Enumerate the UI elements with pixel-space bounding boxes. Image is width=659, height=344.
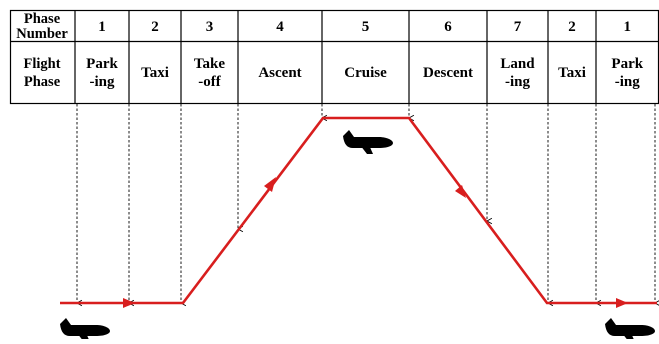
airplane-icon [343, 130, 393, 154]
phase-number-cell: 2 [568, 19, 576, 35]
flight-phase-label: -ing [89, 74, 115, 90]
phase-number-cell: 6 [444, 19, 452, 35]
flight-phase-label: Descent [423, 65, 473, 81]
path-arrow-ascent [264, 177, 276, 192]
phase-boundary-arrows [77, 104, 655, 303]
flight-phase-label: -off [198, 74, 221, 90]
airplane-icon [60, 318, 110, 342]
phase-number-cell: 5 [362, 19, 370, 35]
flight-phase-label: -ing [505, 74, 531, 90]
phase-number-cell: 4 [276, 19, 284, 35]
flight-path [60, 116, 657, 308]
airplane-icon [605, 318, 655, 342]
phase-number-row: 1 2 3 4 5 6 7 2 1 [98, 19, 631, 35]
flight-phase-header-line1: Flight [23, 56, 60, 72]
flight-phase-label: Park [611, 56, 643, 72]
phase-number-cell: 1 [624, 19, 632, 35]
phase-number-cell: 2 [151, 19, 159, 35]
flight-phase-label: Land [500, 56, 535, 72]
path-arrow-taxi-out [123, 298, 135, 308]
phase-number-cell: 7 [514, 19, 522, 35]
flight-phase-row: Park -ing Taxi Take -off Ascent Cruise Descent L… [86, 56, 644, 90]
phase-number-cell: 3 [206, 19, 214, 35]
flight-phase-label: Taxi [558, 65, 586, 81]
flight-phase-label: -ing [615, 74, 641, 90]
flight-phase-header-line2: Phase [24, 74, 61, 90]
phase-table: Phase Number Flight Phase 1 2 3 4 5 6 7 2 1 Park… [9, 9, 659, 105]
table-column-dividers [74, 10, 597, 104]
flight-phase-label: Taxi [141, 65, 169, 81]
flight-phase-label: Park [86, 56, 118, 72]
phase-number-header-line1: Phase [24, 11, 61, 27]
phase-number-header-line2: Number [16, 26, 68, 42]
flight-phase-label: Ascent [258, 65, 301, 81]
path-arrow-descent [455, 185, 466, 198]
flight-path-line [60, 116, 657, 305]
phase-number-cell: 1 [98, 19, 106, 35]
path-arrow-taxi-in [616, 298, 628, 308]
flight-phase-label: Cruise [344, 65, 387, 81]
flight-phase-label: Take [194, 56, 225, 72]
